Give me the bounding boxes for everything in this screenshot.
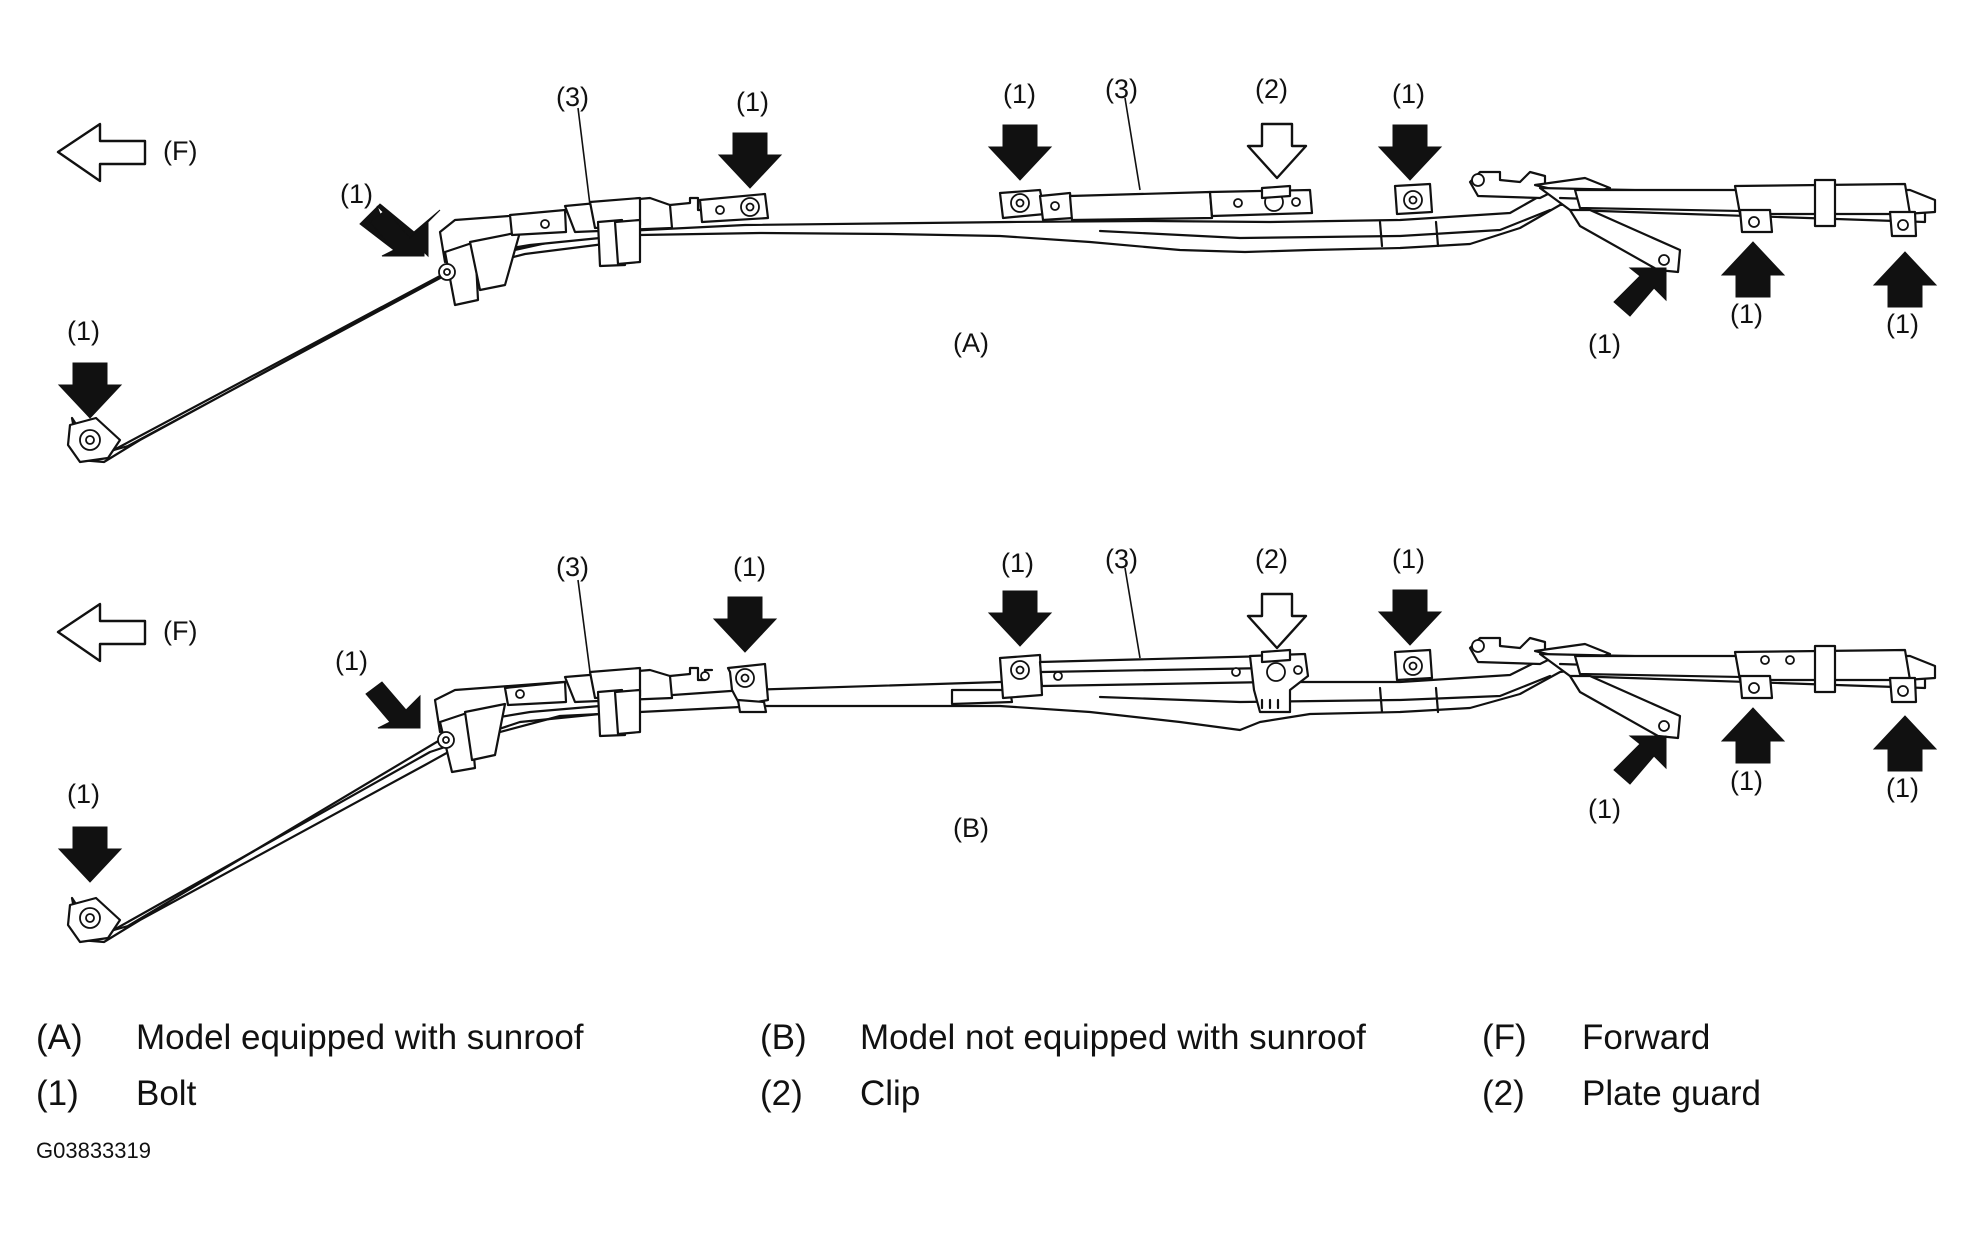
view-a-label: (A) [953, 328, 989, 358]
bolt-arrow-icon [58, 362, 122, 419]
label-bolt-b3: (1) [1392, 544, 1425, 574]
label-airbag-a1: (3) [556, 82, 589, 112]
forward-arrow-icon [56, 602, 147, 663]
airbag-rail-a [70, 184, 1592, 464]
label-bolt-a8: (1) [1886, 309, 1919, 339]
label-bolt-b2: (1) [1001, 548, 1034, 578]
label-clip-a: (2) [1255, 74, 1288, 104]
bolt-arrow-icon [1873, 715, 1937, 772]
label-bolt-b7: (1) [1730, 766, 1763, 796]
label-airbag-b2: (3) [1105, 544, 1138, 574]
forward-label-b: (F) [163, 616, 197, 646]
airbag-rail-b [70, 650, 1592, 944]
label-bolt-b4: (1) [335, 646, 368, 676]
label-bolt-b5: (1) [67, 779, 100, 809]
bolt-arrow-icon [1873, 251, 1937, 308]
bolt-arrow-icon [713, 596, 777, 653]
bolt-arrow-icon [1613, 267, 1667, 317]
label-bolt-a1: (1) [736, 87, 769, 117]
forward-arrow-icon [56, 122, 147, 183]
clip-arrow-icon [1246, 592, 1308, 650]
label-bolt-a2: (1) [1003, 79, 1036, 109]
bolt-arrow-icon [988, 590, 1052, 647]
view-b-assembly: (F) [56, 544, 1937, 944]
clip-arrow-icon [1246, 122, 1308, 180]
bolt-arrow-icon [1721, 241, 1785, 298]
label-bolt-a4: (1) [340, 179, 373, 209]
bolt-arrow-icon [369, 209, 425, 257]
label-bolt-a5: (1) [67, 316, 100, 346]
bolt-arrow-icon [1378, 124, 1442, 181]
bolt-arrow-icon [1378, 589, 1442, 646]
label-clip-b: (2) [1255, 544, 1288, 574]
bolt-arrow-icon [1721, 707, 1785, 764]
label-airbag-a2: (3) [1105, 74, 1138, 104]
label-bolt-b6: (1) [1588, 794, 1621, 824]
label-bolt-a6: (1) [1588, 329, 1621, 359]
bolt-arrow-icon [1613, 735, 1667, 785]
view-a-assembly: (F) [56, 74, 1937, 464]
bolt-arrow-icon [365, 681, 421, 729]
forward-label: (F) [163, 136, 197, 166]
label-bolt-a3: (1) [1392, 79, 1425, 109]
view-b-label: (B) [953, 813, 989, 843]
bolt-arrow-icon [988, 124, 1052, 181]
bolt-arrow-icon [718, 132, 782, 189]
label-airbag-b1: (3) [556, 552, 589, 582]
bolt-arrow-icon [58, 826, 122, 883]
label-bolt-a7: (1) [1730, 299, 1763, 329]
label-bolt-b8: (1) [1886, 773, 1919, 803]
label-bolt-b1: (1) [733, 552, 766, 582]
